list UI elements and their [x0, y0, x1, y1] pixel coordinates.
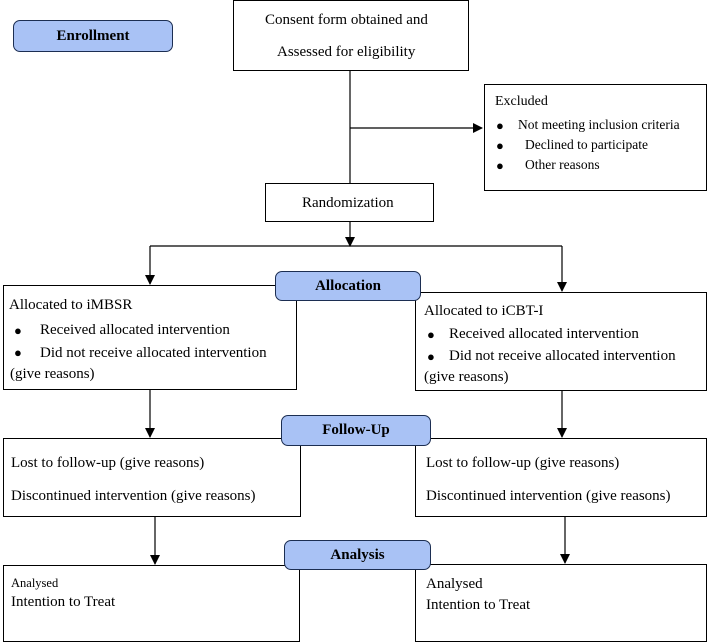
- excluded-item-1: Not meeting inclusion criteria: [518, 117, 680, 132]
- analysis-left-itt: Intention to Treat: [11, 594, 116, 610]
- stage-allocation-label: Allocation: [315, 277, 381, 294]
- analysis-right-box: Analysed Intention to Treat: [415, 564, 707, 642]
- excluded-box: Excluded ● Not meeting inclusion criteri…: [484, 84, 707, 191]
- bullet-icon: ●: [427, 349, 435, 364]
- analysis-right-analysed: Analysed: [426, 576, 483, 592]
- bullet-icon: ●: [496, 138, 504, 153]
- allocation-left-item2-cont: (give reasons): [10, 366, 95, 382]
- followup-right-discontinued: Discontinued intervention (give reasons): [426, 488, 671, 504]
- stage-follow-up-label: Follow-Up: [322, 422, 390, 438]
- allocation-right-item2: Did not receive allocated intervention: [449, 348, 676, 364]
- analysis-right-itt: Intention to Treat: [426, 597, 531, 613]
- followup-right-box: Lost to follow-up (give reasons) Discont…: [415, 438, 707, 517]
- analysis-left-analysed: Analysed: [11, 576, 59, 590]
- excluded-item-3: Other reasons: [525, 157, 600, 172]
- stage-enrollment-label: Enrollment: [56, 27, 130, 44]
- randomization-label: Randomization: [302, 195, 394, 211]
- followup-left-discontinued: Discontinued intervention (give reasons): [11, 488, 256, 504]
- excluded-item-2: Declined to participate: [525, 137, 648, 152]
- allocation-right-box: Allocated to iCBT-I ● Received allocated…: [415, 292, 707, 391]
- followup-left-box: Lost to follow-up (give reasons) Discont…: [3, 438, 301, 517]
- stage-allocation: Allocation: [275, 271, 421, 301]
- allocation-right-item2-cont: (give reasons): [424, 369, 509, 385]
- allocation-left-item1: Received allocated intervention: [40, 322, 230, 338]
- allocation-right-title: Allocated to iCBT-I: [424, 303, 544, 319]
- consent-line2: Assessed for eligibility: [277, 44, 416, 60]
- stage-analysis-label: Analysis: [330, 546, 385, 563]
- bullet-icon: ●: [14, 345, 22, 360]
- excluded-title: Excluded: [495, 94, 548, 109]
- allocation-left-title: Allocated to iMBSR: [9, 297, 133, 313]
- allocation-right-item1: Received allocated intervention: [449, 326, 639, 342]
- consent-box: Consent form obtained and Assessed for e…: [233, 0, 469, 71]
- bullet-icon: ●: [427, 327, 435, 342]
- stage-enrollment: Enrollment: [13, 20, 173, 52]
- consent-line1: Consent form obtained and: [265, 12, 428, 28]
- followup-right-lost: Lost to follow-up (give reasons): [426, 455, 620, 471]
- bullet-icon: ●: [14, 323, 22, 338]
- randomization-box: Randomization: [265, 183, 434, 222]
- analysis-left-box: Analysed Intention to Treat: [3, 565, 300, 642]
- stage-follow-up: Follow-Up: [281, 415, 431, 446]
- allocation-left-item2: Did not receive allocated intervention: [40, 345, 267, 361]
- stage-analysis: Analysis: [284, 540, 431, 570]
- bullet-icon: ●: [496, 118, 504, 133]
- followup-left-lost: Lost to follow-up (give reasons): [11, 455, 205, 471]
- allocation-left-box: Allocated to iMBSR ● Received allocated …: [3, 285, 297, 390]
- bullet-icon: ●: [496, 158, 504, 173]
